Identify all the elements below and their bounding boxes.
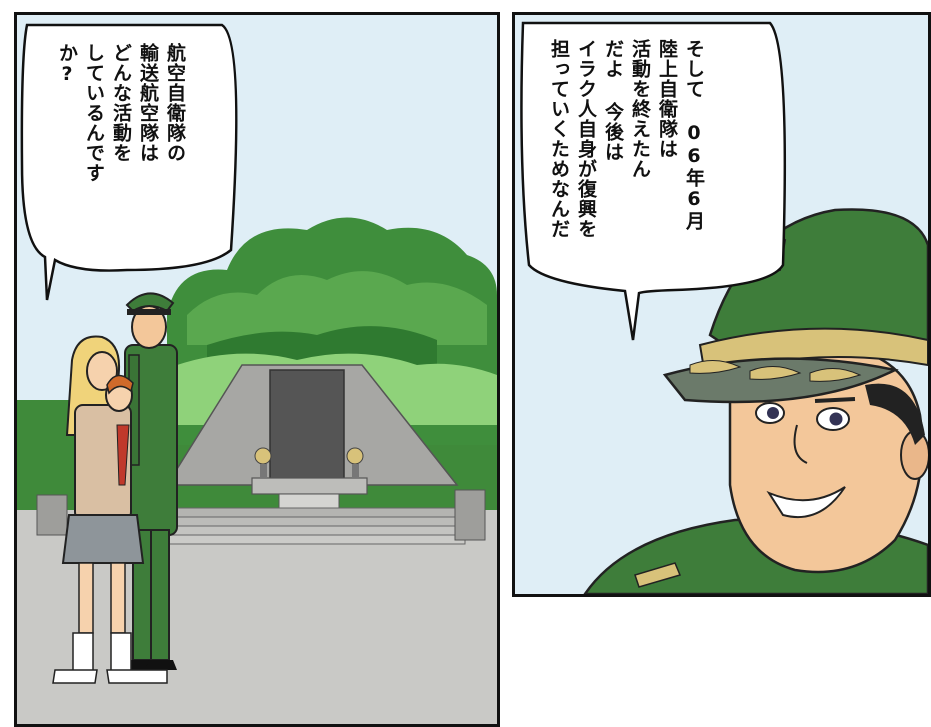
- speech-text-left: 航空自衛隊の 輸送航空隊は どんな活動を しているんです か?: [56, 43, 186, 183]
- comic-panel-right: そして 06年6月 陸上自衛隊は 活動を終えたん だよ 今後は イラク人自身が復…: [512, 12, 931, 597]
- speech-bubble-left: [20, 23, 238, 301]
- memorial-scene: [17, 15, 497, 724]
- boy-figure: [105, 374, 134, 486]
- comic-panel-left: 航空自衛隊の 輸送航空隊は どんな活動を しているんです か?: [14, 12, 500, 727]
- officer-figure: [124, 292, 178, 670]
- speech-text-right: そして 06年6月 陸上自衛隊は 活動を終えたん だよ 今後は イラク人自身が復…: [548, 39, 705, 239]
- speech-bubble-right: [520, 21, 787, 341]
- officer-closeup: [515, 15, 928, 594]
